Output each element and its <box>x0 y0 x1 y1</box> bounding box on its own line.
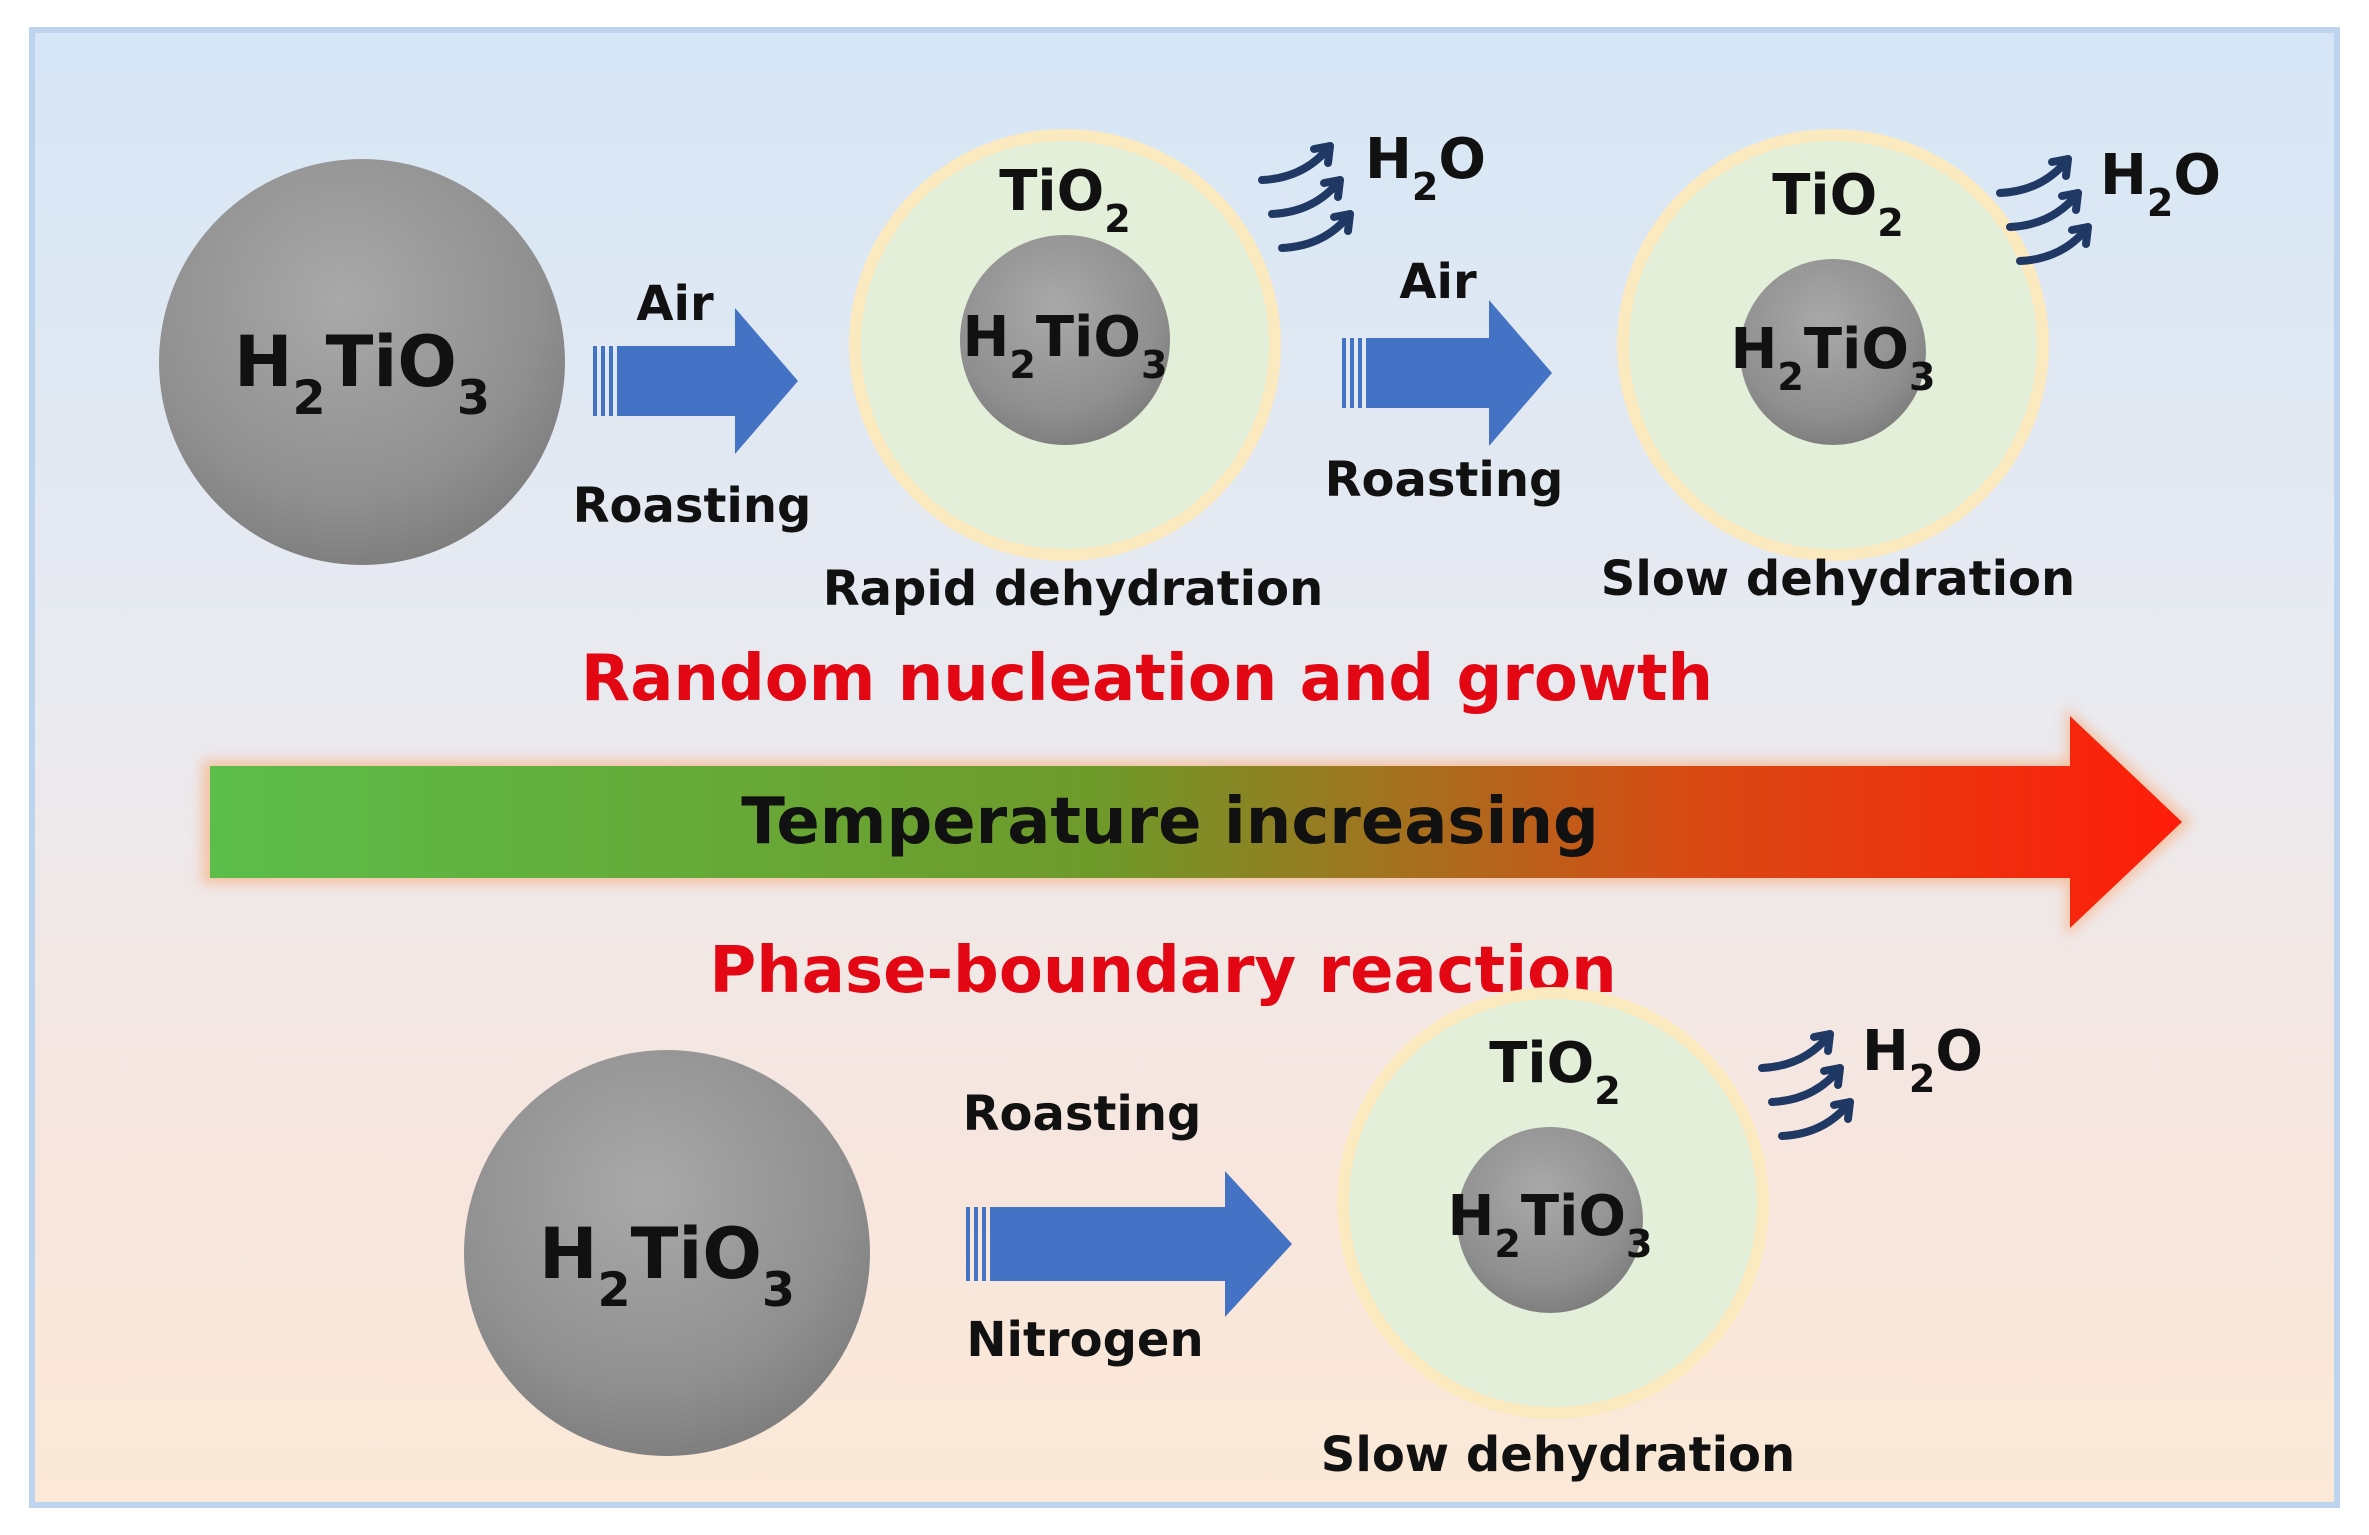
h2tio3-particle <box>159 159 565 565</box>
bottom-left-particle: H2TiO3 <box>464 1050 870 1456</box>
h2tio3-core-label: H2TiO3 <box>1448 1184 1653 1266</box>
arrow1-bottom-label: Roasting <box>573 478 812 534</box>
gradient-arrow-icon <box>210 716 2182 928</box>
tio2-shell-label: TiO2 <box>999 159 1131 241</box>
stage1-caption: Rapid dehydration <box>823 561 1324 617</box>
vapor-arrows-icon <box>1758 1030 1854 1140</box>
vapor-arrows-icon <box>1996 155 2092 265</box>
arrow2-top-label: Air <box>1399 254 1477 310</box>
h2tio3-label: H2TiO3 <box>539 1213 795 1318</box>
mechanism-bottom-label: Phase-boundary reaction <box>709 934 1616 1008</box>
temperature-arrow: Temperature increasing <box>202 707 2192 937</box>
h2tio3-core <box>960 235 1170 445</box>
tio2-shell-label: TiO2 <box>1489 1031 1621 1113</box>
arrow-top-label: Roasting <box>963 1086 1202 1142</box>
blue-arrow-icon <box>990 1171 1292 1317</box>
top-stage-2: TiO2 H2TiO3 H2O Slow dehydration <box>1601 129 2221 607</box>
mechanism-top-label: Random nucleation and growth <box>581 642 1713 716</box>
blue-arrow-icon <box>1366 300 1552 446</box>
bottom-stage: TiO2 H2TiO3 H2O Slow dehydration <box>1321 987 1983 1483</box>
h2tio3-core <box>1740 259 1926 445</box>
top-left-particle: H2TiO3 <box>159 159 565 565</box>
process-arrow-nitrogen: Roasting Nitrogen <box>963 1086 1292 1368</box>
process-arrow-air-1: Air Roasting <box>573 276 812 534</box>
h2tio3-core-label: H2TiO3 <box>963 305 1168 387</box>
h2tio3-particle <box>464 1050 870 1456</box>
h2o-label: H2O <box>1862 1019 1983 1101</box>
arrow2-bottom-label: Roasting <box>1325 452 1564 508</box>
stage-caption: Slow dehydration <box>1321 1427 1795 1483</box>
vapor-arrows-icon <box>1258 142 1354 252</box>
arrow1-top-label: Air <box>636 276 714 332</box>
top-stage-1: TiO2 H2TiO3 H2O Rapid dehydration <box>823 127 1486 617</box>
h2tio3-core <box>1457 1127 1643 1313</box>
h2tio3-label: H2TiO3 <box>234 321 490 426</box>
arrow-bottom-label: Nitrogen <box>966 1312 1203 1368</box>
process-arrow-air-2: Air Roasting <box>1325 254 1564 508</box>
h2o-label: H2O <box>1365 127 1486 209</box>
tio2-shell-label: TiO2 <box>1772 163 1904 245</box>
stage2-caption: Slow dehydration <box>1601 551 2075 607</box>
h2tio3-core-label: H2TiO3 <box>1731 317 1936 399</box>
h2o-label: H2O <box>2100 143 2221 225</box>
temperature-label: Temperature increasing <box>741 785 1599 859</box>
blue-arrow-icon <box>617 308 798 454</box>
